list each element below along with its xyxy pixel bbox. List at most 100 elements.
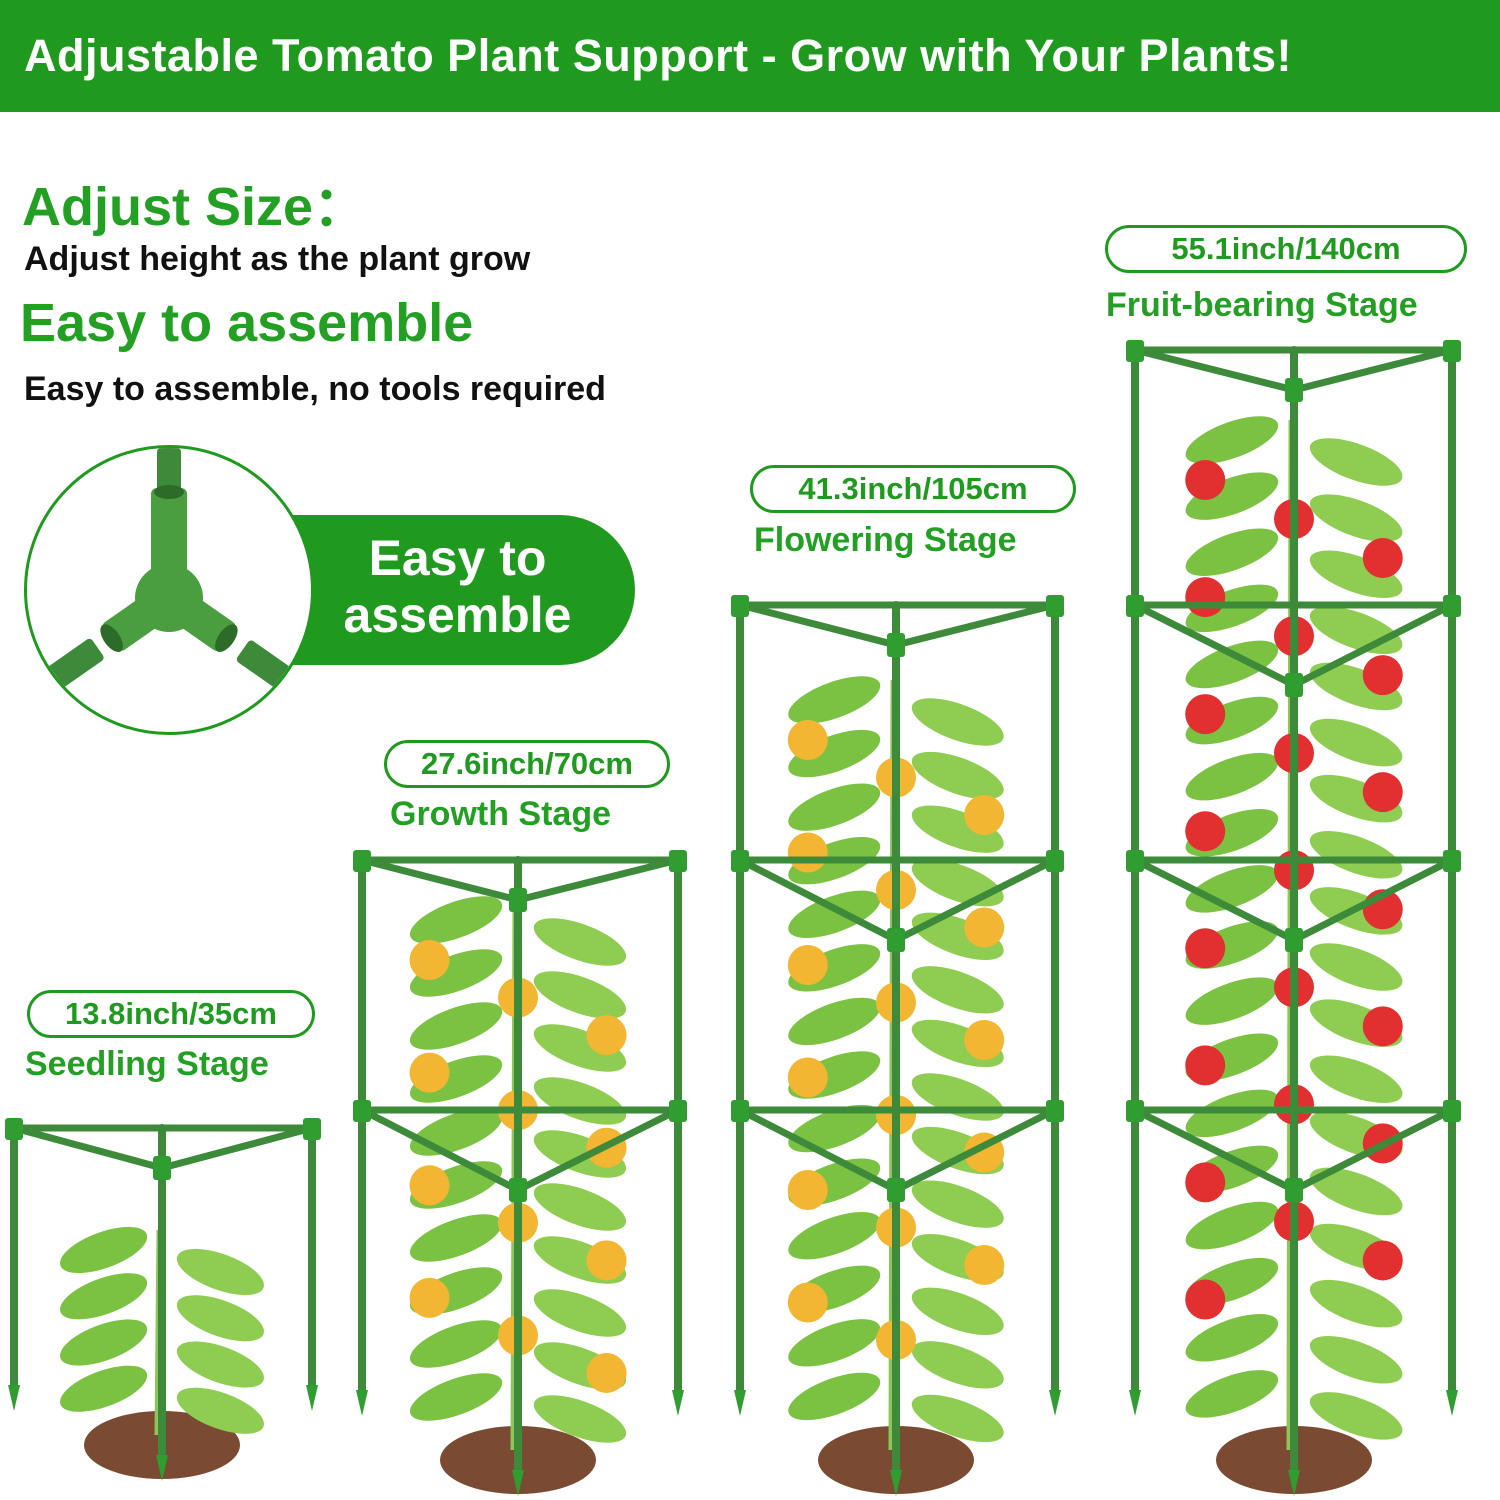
cage-3-connector	[1046, 1100, 1064, 1122]
cage-4-tier-arm-right	[1290, 1106, 1456, 1194]
leaf	[788, 1372, 881, 1421]
tomato-fruit	[1185, 1162, 1226, 1203]
stage-1-height: 13.8inch/35cm	[27, 990, 315, 1038]
cage-4-tier-arm-left	[1131, 346, 1298, 394]
cage-2-stake-tip	[672, 1390, 684, 1416]
cage-3-tier-arm-left	[736, 856, 900, 944]
tomato-fruit	[1185, 577, 1226, 618]
leaf	[911, 1180, 1004, 1228]
cage-2-tier-arm-left	[358, 1106, 522, 1194]
cage-3-connector	[887, 1178, 905, 1202]
leaf	[533, 1024, 627, 1072]
leaf	[911, 1341, 1004, 1389]
cage-2-tier-arm-left	[358, 856, 522, 904]
tomato-fruit	[964, 907, 1005, 948]
tomato-fruit	[409, 1277, 450, 1318]
cage-3-tier-arm-left	[736, 601, 900, 649]
cage-4-tier-arm-right	[1290, 346, 1456, 394]
leaf	[1309, 494, 1403, 542]
cage-2-stake-tip	[512, 1470, 524, 1496]
cage-3-stake-tip	[1049, 1390, 1061, 1416]
cage-4-connector	[1285, 673, 1303, 697]
leaf	[911, 1394, 1004, 1443]
cage-3-connector	[1046, 850, 1064, 872]
cage-4-connector	[1126, 1100, 1144, 1122]
leaf	[533, 918, 627, 966]
cage-3-tier-arm-right	[892, 856, 1059, 944]
stage-4-height: 55.1inch/140cm	[1105, 225, 1467, 273]
cage-1-stake-tip	[8, 1385, 20, 1411]
leaf	[1309, 438, 1403, 486]
cage-4-tier-arm-left	[1131, 1106, 1298, 1194]
cage-4-stake-tip	[1288, 1470, 1300, 1496]
leaf	[1309, 718, 1403, 767]
cage-2-connector	[669, 850, 687, 872]
leaf	[788, 729, 881, 778]
cage-2-connector	[353, 850, 371, 872]
cage-4-tier-arm-right	[1290, 856, 1456, 944]
tomato-fruit	[586, 1240, 627, 1281]
leaf	[911, 966, 1004, 1014]
cage-4-connector	[1285, 378, 1303, 402]
cage-1-stake-tip	[156, 1455, 168, 1481]
leaf	[1185, 416, 1279, 464]
cage-3-connector	[731, 595, 749, 617]
tomato-fruit	[787, 1170, 828, 1210]
cage-4-connector	[1126, 340, 1144, 362]
cage-4-connector	[1443, 340, 1461, 362]
stage-2-height: 27.6inch/70cm	[384, 740, 670, 788]
cage-2-connector	[509, 888, 527, 912]
cage-4-connector	[1443, 1100, 1461, 1122]
stage-3-name: Flowering Stage	[754, 521, 1017, 559]
tomato-fruit	[787, 945, 828, 985]
leaf	[533, 1077, 627, 1125]
leaf	[788, 1212, 881, 1260]
leaf	[176, 1387, 264, 1434]
cage-3-tier-arm-right	[892, 1106, 1059, 1194]
leaf	[176, 1341, 264, 1388]
leaf	[533, 1289, 627, 1337]
tomato-fruit	[964, 795, 1005, 835]
leaf	[911, 912, 1004, 960]
leaf	[409, 1320, 503, 1368]
leaf	[911, 1073, 1004, 1121]
tomato-fruit	[1362, 1240, 1403, 1281]
cage-4-connector	[1443, 595, 1461, 617]
banner-title: Adjustable Tomato Plant Support - Grow w…	[24, 30, 1293, 81]
easy-assemble-heading: Easy to assemble	[20, 293, 474, 353]
tomato-fruit	[964, 1020, 1005, 1060]
cage-4-stake-tip	[1446, 1390, 1458, 1416]
tomato-fruit	[409, 1165, 450, 1206]
leaf	[1185, 528, 1279, 576]
cage-3-stake-tip	[734, 1390, 746, 1416]
leaf	[1309, 831, 1403, 879]
assemble-callout-label: Easy to assemble	[343, 530, 572, 643]
leaf	[1185, 472, 1279, 520]
leaf	[60, 1273, 148, 1320]
leaf	[409, 896, 503, 944]
cage-2-tier-arm-right	[514, 856, 682, 904]
leaf	[1185, 977, 1279, 1025]
tomato-fruit	[1185, 811, 1226, 852]
leaf	[1309, 1336, 1403, 1384]
leaf	[788, 676, 881, 724]
stage-4-name: Fruit-bearing Stage	[1106, 286, 1418, 324]
cage-1-connector	[5, 1118, 23, 1140]
cage-3-tier-arm-right	[892, 601, 1059, 649]
leaf	[1309, 1167, 1403, 1216]
leaf	[1185, 1370, 1279, 1418]
cage-3-connector	[887, 633, 905, 657]
leaf	[1185, 1201, 1279, 1250]
leaf	[1185, 1314, 1279, 1362]
leaf	[1309, 1392, 1403, 1440]
leaf	[911, 1287, 1004, 1335]
cage-3-connector	[731, 1100, 749, 1122]
cage-2-connector	[669, 1100, 687, 1122]
leaf	[911, 698, 1004, 746]
tomato-fruit	[1185, 1045, 1226, 1086]
leaf	[60, 1365, 148, 1412]
stage-1-name: Seedling Stage	[25, 1045, 269, 1083]
tomato-fruit	[787, 832, 828, 873]
tomato-fruit	[964, 1245, 1005, 1285]
